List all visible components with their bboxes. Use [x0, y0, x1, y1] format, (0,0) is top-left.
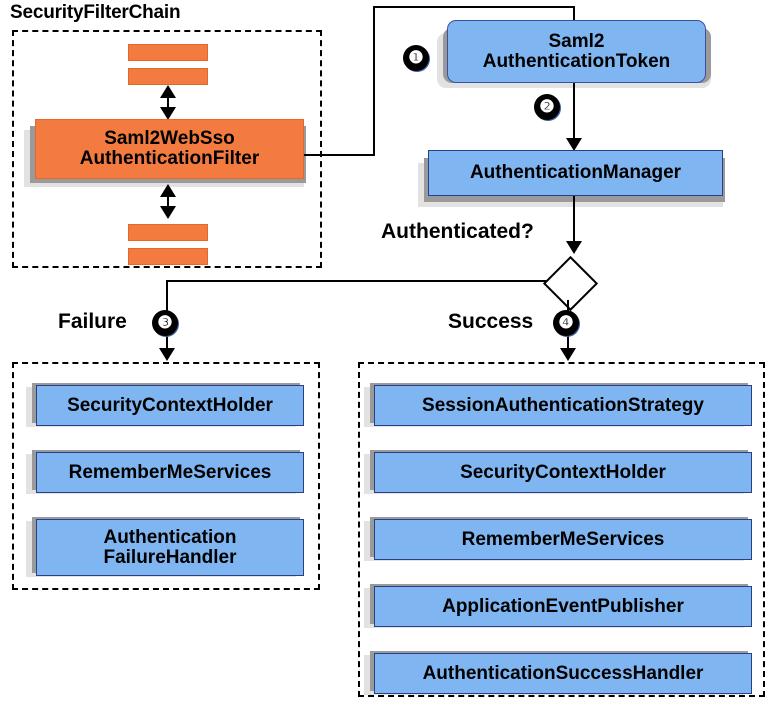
- badge-step-1: ❶: [403, 45, 429, 71]
- list-item[interactable]: AuthenticationSuccessHandler: [374, 653, 752, 694]
- list-item[interactable]: ApplicationEventPublisher: [374, 586, 752, 627]
- node-authentication-manager[interactable]: AuthenticationManager: [428, 150, 723, 196]
- badge-step-3: ❸: [152, 310, 178, 336]
- filter-arrowhead-down-lower: [160, 206, 176, 219]
- edge-filter-to-token-h2: [373, 6, 575, 8]
- badge-step-2: ❷: [534, 94, 560, 120]
- edge-filter-to-token-h1: [304, 154, 375, 156]
- list-item[interactable]: RememberMeServices: [374, 519, 752, 560]
- edge-success-arrow: [560, 348, 576, 361]
- edge-token-to-manager-arrow: [566, 138, 582, 151]
- node-saml2-websso-authentication-filter[interactable]: Saml2WebSso AuthenticationFilter: [35, 119, 304, 179]
- edge-decision-failure-h: [166, 280, 546, 282]
- edge-filter-to-token-drop: [573, 6, 575, 28]
- edge-filter-to-token-v: [373, 6, 375, 156]
- group-security-filter-chain: [12, 30, 322, 268]
- edge-manager-to-decision-arrow: [566, 241, 582, 254]
- filter-arrowhead-up-lower: [160, 184, 176, 197]
- list-item[interactable]: SessionAuthenticationStrategy: [374, 385, 752, 426]
- list-item[interactable]: SecurityContextHolder: [36, 385, 304, 426]
- edge-failure-arrow: [159, 348, 175, 361]
- filter-arrowhead-up-upper: [160, 85, 176, 98]
- decision-diamond-authenticated: [542, 255, 599, 312]
- filter-bar-above-2: [128, 68, 208, 85]
- filter-bar-above-1: [128, 44, 208, 61]
- group-title-security-filter-chain: SecurityFilterChain: [10, 2, 181, 23]
- label-success: Success: [448, 310, 534, 333]
- list-item[interactable]: Authentication FailureHandler: [36, 519, 304, 576]
- filter-bar-below-2: [128, 248, 208, 265]
- label-failure: Failure: [58, 310, 127, 333]
- node-saml2-authentication-token[interactable]: Saml2 AuthenticationToken: [447, 20, 706, 83]
- list-item[interactable]: RememberMeServices: [36, 452, 304, 493]
- edge-manager-to-decision: [573, 196, 575, 244]
- group-success-handlers: [358, 362, 765, 697]
- badge-step-4: ❹: [553, 310, 579, 336]
- filter-arrowhead-down-upper: [160, 107, 176, 120]
- filter-bar-below-1: [128, 224, 208, 241]
- filter-connector-upper: [167, 95, 169, 117]
- group-failure-handlers: [12, 362, 320, 590]
- filter-connector-lower: [167, 194, 169, 216]
- edge-token-to-manager: [573, 83, 575, 141]
- list-item[interactable]: SecurityContextHolder: [374, 452, 752, 493]
- label-authenticated-question: Authenticated?: [381, 220, 534, 243]
